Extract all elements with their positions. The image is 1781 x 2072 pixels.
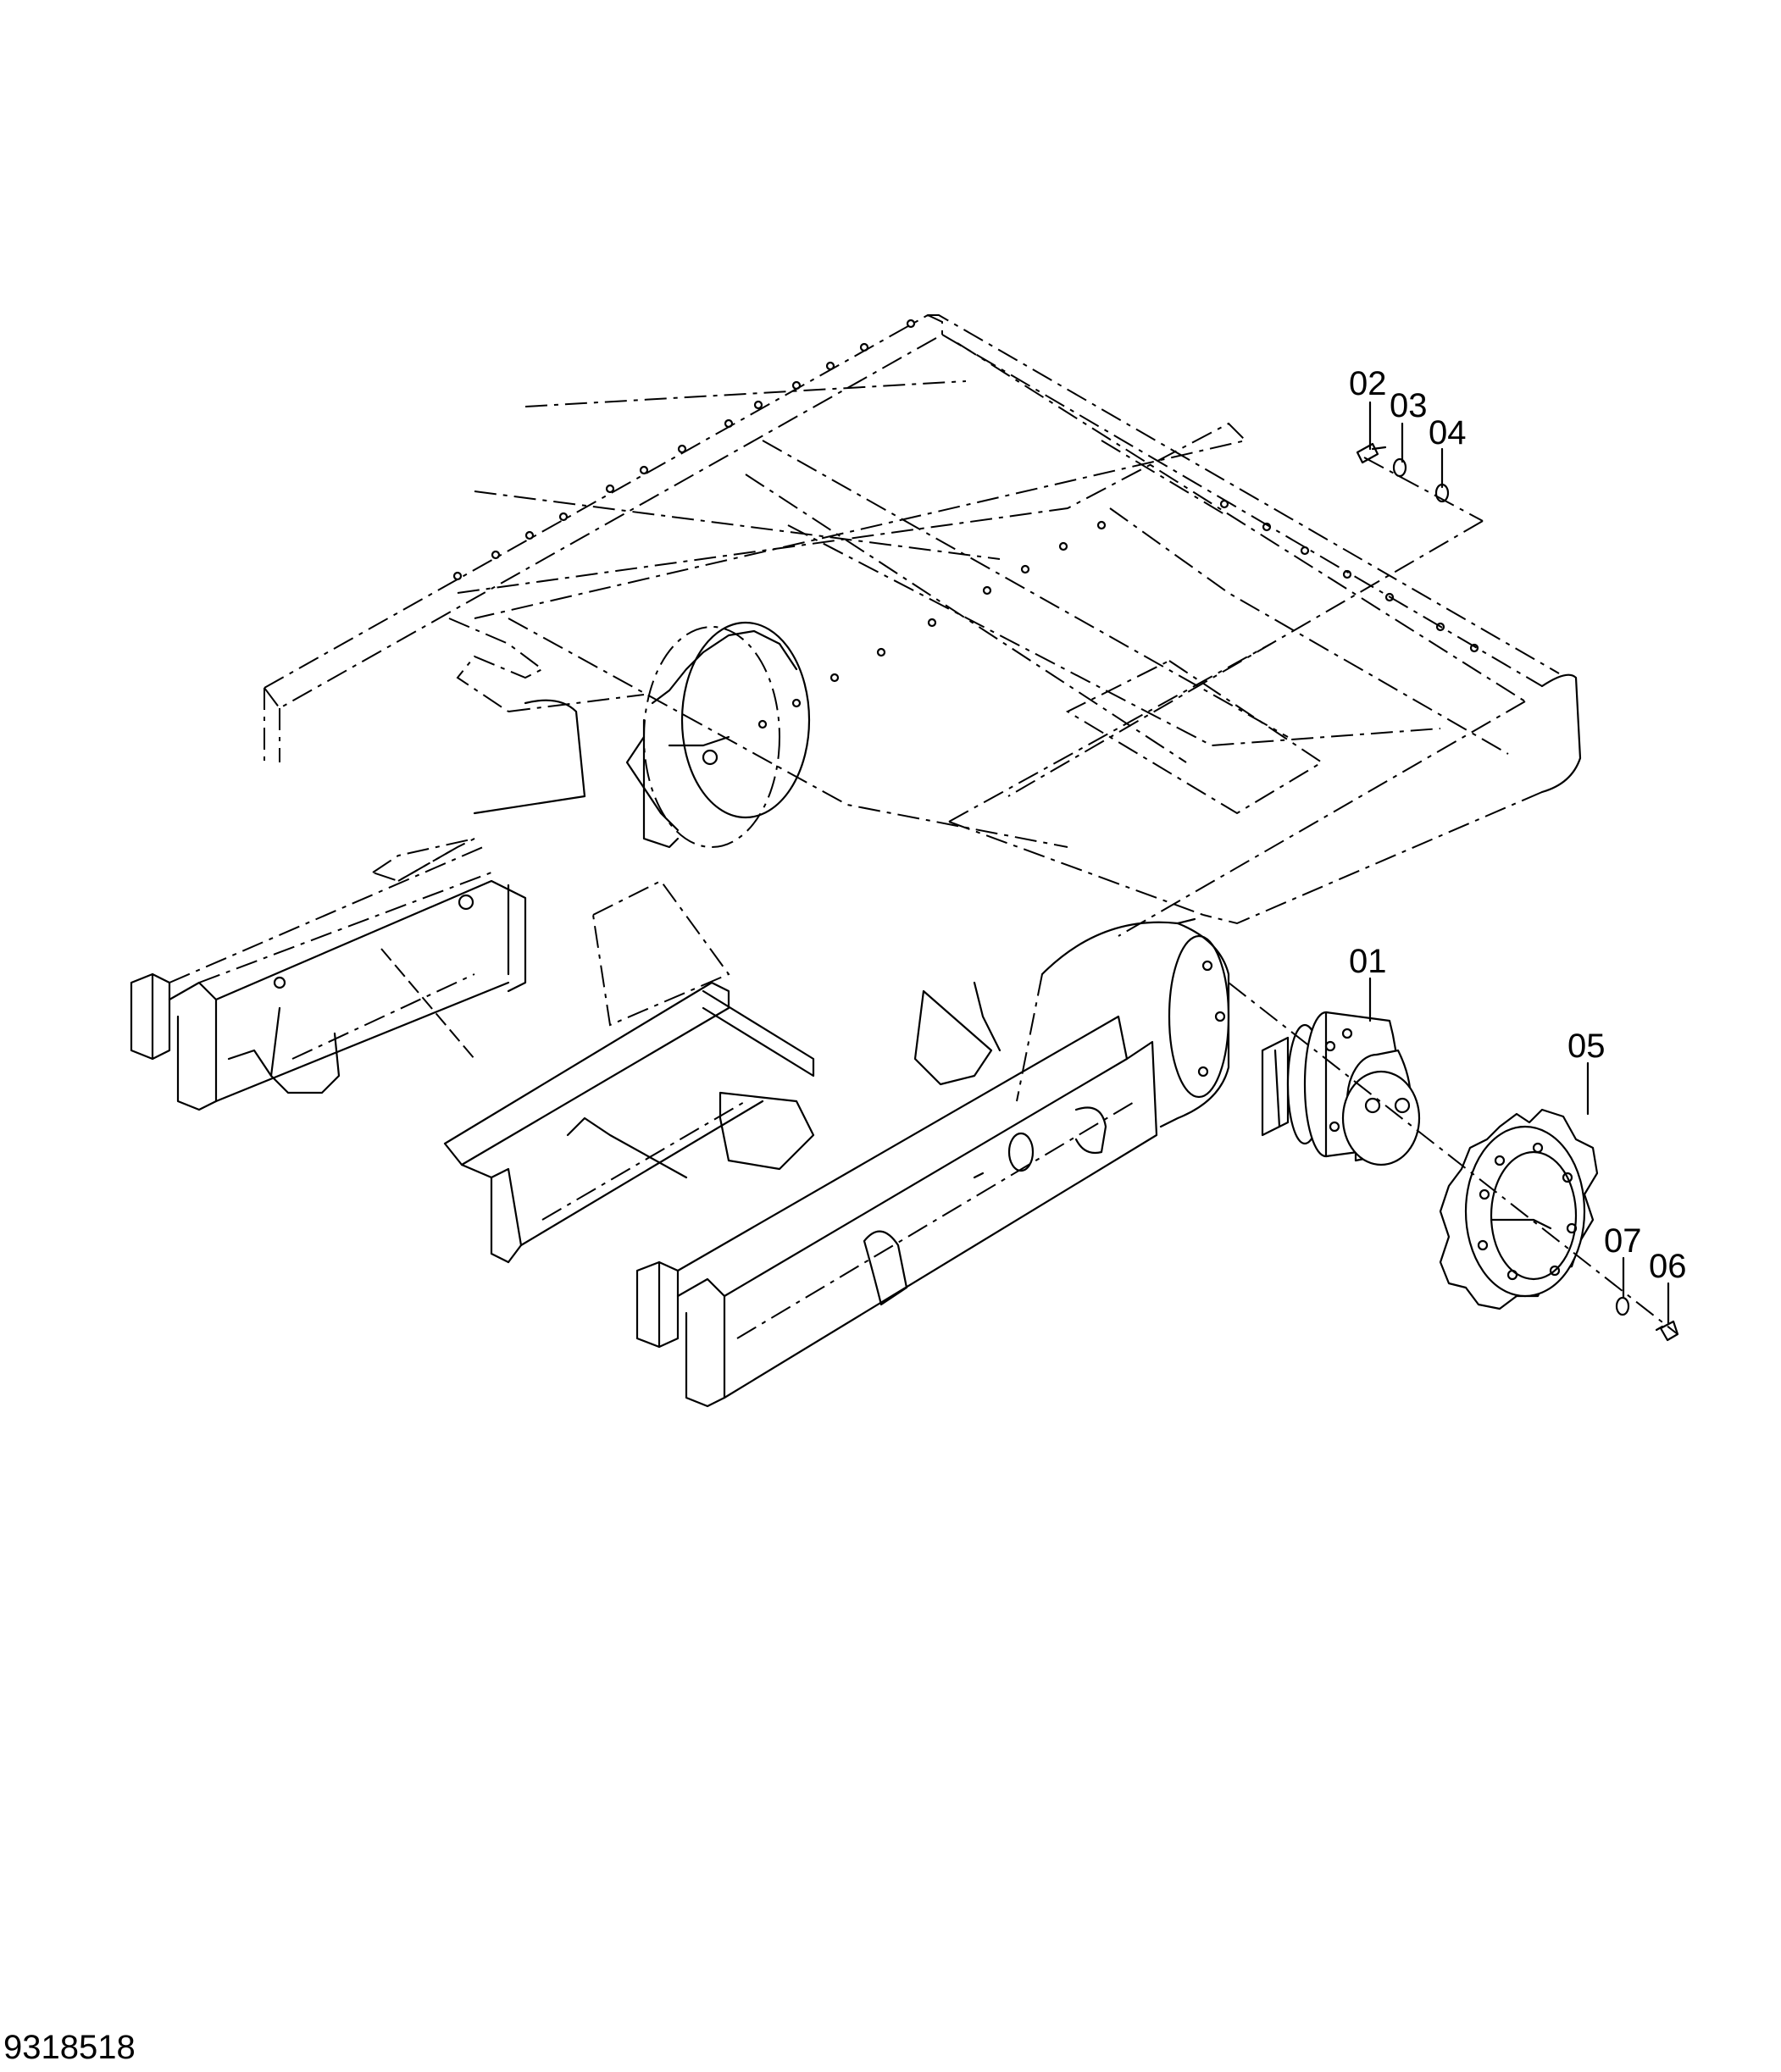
callout-06[interactable]: 06 [1649, 1248, 1687, 1285]
lower-frame-right [635, 981, 1158, 1408]
axis-line-upper [1363, 457, 1484, 522]
callout-05[interactable]: 05 [1567, 1028, 1606, 1065]
sprocket[interactable] [1439, 1108, 1599, 1310]
callout-03[interactable]: 03 [1390, 387, 1428, 424]
frame-bolt-holes [452, 319, 1479, 729]
lower-frame-left [130, 846, 527, 1111]
travel-motor[interactable] [1261, 1011, 1421, 1166]
rear-sprocket-phantom [625, 621, 811, 849]
drawing-number: 9318518 [3, 2029, 136, 2066]
callout-07[interactable]: 07 [1604, 1222, 1642, 1260]
axis-line-upper-2 [1007, 520, 1484, 797]
callout-01[interactable]: 01 [1349, 943, 1387, 980]
upper-frame-phantom [263, 313, 1582, 937]
axis-line-motor [1228, 982, 1678, 1335]
callout-02[interactable]: 02 [1349, 365, 1387, 402]
leader-lines [1368, 401, 1670, 1325]
motor-mount-housing [1016, 917, 1230, 1128]
lower-frame-middle-crossmember [443, 879, 815, 1264]
callout-04[interactable]: 04 [1429, 414, 1467, 452]
